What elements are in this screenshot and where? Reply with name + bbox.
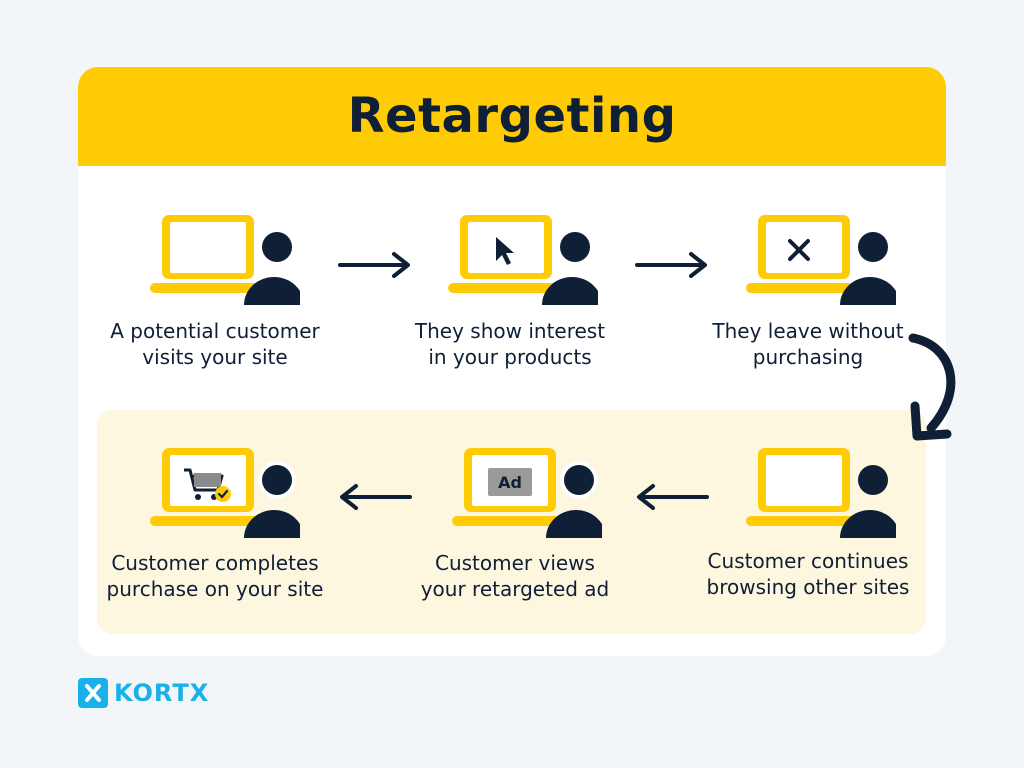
left-arrow-icon — [637, 484, 709, 510]
laptop-user-icon — [746, 448, 896, 538]
left-arrow-icon — [340, 484, 412, 510]
laptop-cart-user-icon — [150, 448, 300, 538]
curved-down-arrow-icon — [908, 333, 956, 441]
kortx-logo-mark — [78, 678, 108, 708]
svg-text:Ad: Ad — [498, 473, 522, 492]
right-arrow-icon — [338, 252, 410, 278]
laptop-user-icon — [150, 215, 300, 305]
x-mark-icon — [85, 684, 101, 702]
laptop-ad-user-icon: Ad — [452, 448, 602, 538]
right-arrow-icon — [635, 252, 707, 278]
laptop-x-user-icon — [746, 215, 896, 305]
page-title: Retargeting — [347, 88, 677, 144]
title-banner — [78, 67, 946, 166]
infographic-card: Retargeting A potent — [78, 67, 946, 656]
brand-name: KORTX — [114, 679, 210, 707]
kortx-logo: KORTX — [78, 678, 209, 708]
laptop-cursor-user-icon — [448, 215, 598, 305]
